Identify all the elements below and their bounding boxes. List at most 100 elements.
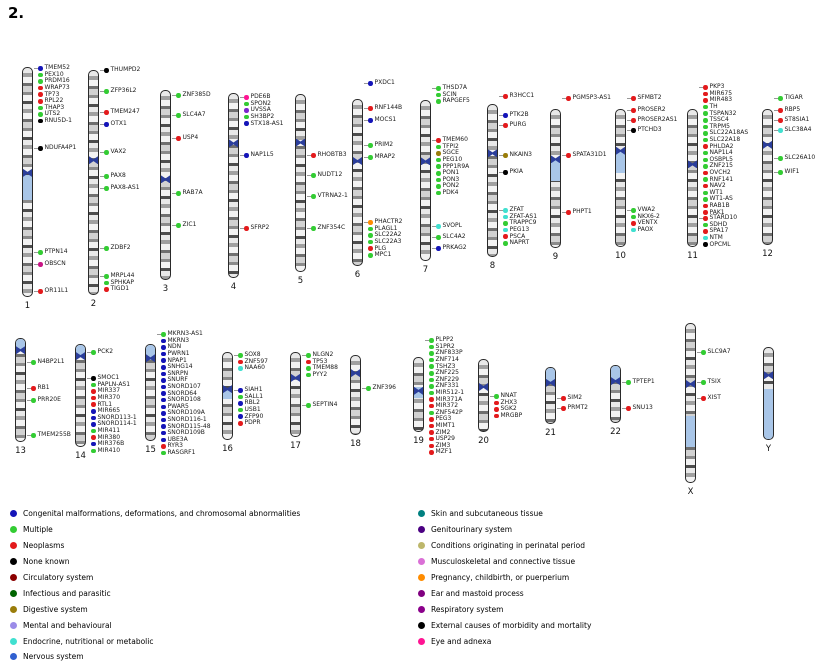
gene-PWRN1: PWRN1 xyxy=(161,351,211,358)
leader-line xyxy=(27,388,31,389)
gene-label: ZNF385D xyxy=(182,91,211,99)
gene-category-dot xyxy=(703,144,708,149)
gene-label: ZIM3 xyxy=(435,441,451,449)
legend-category-dot xyxy=(10,510,17,518)
chromosome-X-ideogram xyxy=(685,323,696,483)
gene-category-dot xyxy=(778,118,783,123)
gene-label: RYR3 xyxy=(167,442,183,450)
gene-category-dot xyxy=(368,226,373,232)
legend-label: Multiple xyxy=(23,525,53,535)
gene-TMEM88: TMEM88 xyxy=(306,365,338,372)
gene-category-dot xyxy=(503,227,508,233)
leader-line xyxy=(100,188,104,189)
gene-label: PLG xyxy=(374,244,387,252)
gene-category-dot xyxy=(503,214,508,220)
leader-line xyxy=(34,252,38,253)
gene-category-dot xyxy=(429,390,434,396)
gene-label: TFPI2 xyxy=(442,142,459,150)
centromere-marker xyxy=(296,138,305,147)
gene-label: NDN xyxy=(167,343,182,351)
leader-line xyxy=(432,88,436,89)
gene-label: PWRN1 xyxy=(167,350,190,358)
gene-category-dot xyxy=(368,155,373,160)
gene-category-dot xyxy=(31,398,36,403)
leader-line xyxy=(622,382,626,383)
legend-category-dot xyxy=(10,621,17,629)
gene-MIR411: MIR411 xyxy=(91,428,137,435)
gene-label: MRAP2 xyxy=(374,153,396,161)
gene-label: MIR371A xyxy=(435,395,463,403)
gene-label: USB1 xyxy=(244,406,261,414)
leader-line xyxy=(774,158,778,159)
gene-group: VTRNA2-1 xyxy=(311,193,348,200)
leader-line xyxy=(432,226,436,227)
chromosome-8-ideogram xyxy=(487,104,498,257)
gene-ZNF331: ZNF331 xyxy=(429,383,464,390)
gene-MIMT1: MIMT1 xyxy=(429,423,464,430)
leader-line xyxy=(172,95,176,96)
gene-group: SNU13 xyxy=(626,405,653,412)
gene-category-dot xyxy=(429,397,434,402)
gene-category-dot xyxy=(91,435,96,440)
gene-group: RAB7A xyxy=(176,190,203,197)
gene-label: MIR372 xyxy=(435,402,459,410)
gene-PLG: PLG xyxy=(368,245,402,252)
gene-PLPP2: PLPP2 xyxy=(429,337,464,344)
gene-RBP5: RBP5 xyxy=(778,107,800,114)
heterochromatin-region xyxy=(551,159,560,182)
gene-category-dot xyxy=(701,396,706,401)
chromosome-22-label: 22 xyxy=(610,427,621,437)
gene-ZNF542P: ZNF542P xyxy=(429,409,464,417)
gene-category-dot xyxy=(238,388,243,393)
gene-MKRN3: MKRN3 xyxy=(161,337,211,345)
gene-category-dot xyxy=(566,96,571,101)
chromosome-14-ideogram xyxy=(75,344,86,447)
gene-OPCML: OPCML xyxy=(703,241,737,248)
chromosome-16-label: 16 xyxy=(222,444,233,454)
gene-category-dot xyxy=(38,250,43,255)
gene-category-dot xyxy=(703,118,708,123)
leader-line xyxy=(172,193,176,194)
gene-SMOC1: SMOC1 xyxy=(91,375,137,382)
gene-group: PGM5P3-AS1 xyxy=(566,95,611,102)
gene-label: TIGD1 xyxy=(110,285,130,293)
gene-category-dot xyxy=(631,128,636,133)
gene-PHACTR2: PHACTR2 xyxy=(368,219,402,226)
leader-line xyxy=(697,382,701,383)
gene-label: SLC22A3 xyxy=(374,238,402,246)
gene-label: OBSCN xyxy=(44,260,66,268)
gene-label: NUDT12 xyxy=(317,171,343,179)
leader-line xyxy=(100,152,104,153)
gene-category-dot xyxy=(703,98,708,103)
gene-label: SNORD108 xyxy=(167,396,201,404)
gene-label: WIF1 xyxy=(784,168,800,176)
gene-category-dot xyxy=(703,150,708,156)
gene-label: NAP1L4 xyxy=(709,149,733,157)
legend-label: Infectious and parasitic xyxy=(23,588,111,598)
gene-MIR665: MIR665 xyxy=(91,408,137,415)
gene-label: TSPAN32 xyxy=(709,109,737,117)
gene-label: MOCS1 xyxy=(374,116,397,124)
chromosome-5-label: 5 xyxy=(297,276,304,286)
gene-label: SNRPN xyxy=(167,369,189,377)
gene-category-dot xyxy=(436,224,441,229)
chromosome-15-ideogram xyxy=(145,344,156,441)
gene-category-dot xyxy=(503,113,508,118)
gene-group: OTX1 xyxy=(104,121,127,128)
legend-category-dot xyxy=(10,605,17,613)
gene-label: PLPP2 xyxy=(435,336,454,344)
leader-line xyxy=(172,115,176,116)
gene-category-dot xyxy=(104,280,109,286)
chromosome-2-label: 2 xyxy=(90,299,97,309)
gene-category-dot xyxy=(38,92,43,97)
gene-label: RBL2 xyxy=(244,399,260,407)
gene-VAX2: VAX2 xyxy=(104,149,126,156)
gene-SNORD115-48: SNORD115-48 xyxy=(161,423,211,430)
centromere-marker xyxy=(229,139,238,148)
gene-SNORD114-1: SNORD114-1 xyxy=(91,421,137,428)
gene-TSHZ3: TSHZ3 xyxy=(429,363,464,370)
centromere-marker xyxy=(688,160,697,169)
gene-group: OBSCN xyxy=(38,261,66,268)
leader-line xyxy=(240,228,244,229)
chromosome-18-ideogram xyxy=(350,355,361,435)
